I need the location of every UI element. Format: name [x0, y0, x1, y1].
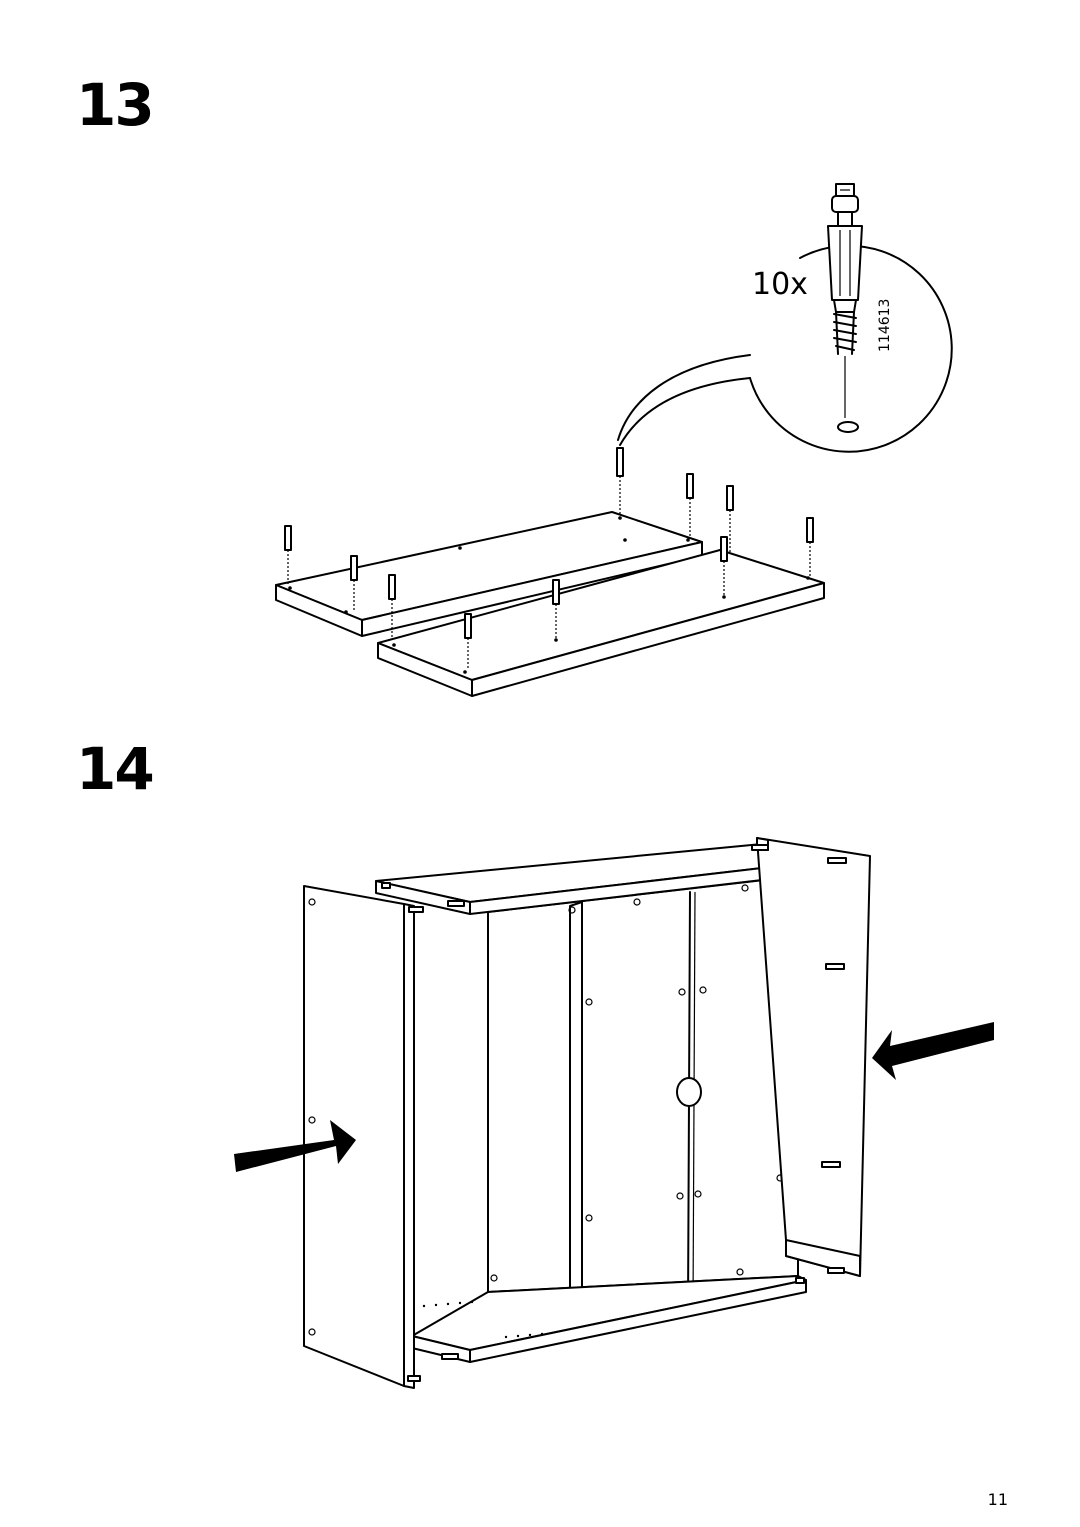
dowels — [284, 447, 814, 670]
dowel-icon — [726, 485, 734, 552]
detail-pointer — [619, 377, 751, 446]
cabinet-side-panel-left — [303, 885, 415, 1389]
step-13-illustration: 10x 114613 — [275, 183, 953, 697]
cable-hole — [676, 1077, 702, 1107]
dowel-icon — [388, 574, 396, 640]
dowel-icon — [720, 536, 728, 596]
dowel-icon — [464, 613, 472, 670]
dowel-icon — [407, 1375, 421, 1382]
step-number-13: 13 — [76, 71, 155, 139]
dowel-icon — [827, 1267, 845, 1274]
dowel-icon — [821, 1161, 841, 1168]
part-number-label: 114613 — [877, 299, 893, 352]
dowel-icon — [751, 844, 769, 851]
arrow-right-icon — [234, 1120, 356, 1172]
dowel-icon — [686, 473, 694, 538]
page-number: 11 — [987, 1490, 1008, 1509]
detail-pointer-2 — [617, 354, 751, 441]
cabinet-back-panel — [487, 875, 799, 1327]
step-14-illustration — [234, 837, 994, 1389]
shelf-panel-front — [377, 549, 825, 697]
detail-circle — [749, 244, 953, 453]
dowel-icon — [827, 857, 847, 864]
dowel-icon — [284, 525, 292, 584]
cabinet-top-panel — [375, 843, 815, 915]
dowel-detail-callout: 10x 114613 — [617, 183, 953, 453]
cabinet-dowels — [407, 844, 847, 1382]
dowel-icon — [408, 906, 424, 913]
dowel-icon — [806, 517, 814, 576]
dowel-icon — [447, 900, 465, 907]
arrow-left-icon — [872, 1022, 994, 1080]
dowel-icon — [441, 1353, 459, 1360]
dowel-icon — [825, 963, 845, 970]
shelf-panel-rear — [275, 511, 703, 637]
dowel-icon — [552, 579, 560, 638]
cabinet-bottom-panel — [411, 1275, 807, 1363]
step-number-14: 14 — [76, 735, 155, 803]
dowel-icon — [616, 447, 624, 516]
cabinet-side-panel-right — [756, 837, 871, 1277]
dowel-icon — [350, 555, 358, 610]
cam-dowel-icon — [827, 183, 863, 433]
quantity-label: 10x — [752, 267, 808, 302]
